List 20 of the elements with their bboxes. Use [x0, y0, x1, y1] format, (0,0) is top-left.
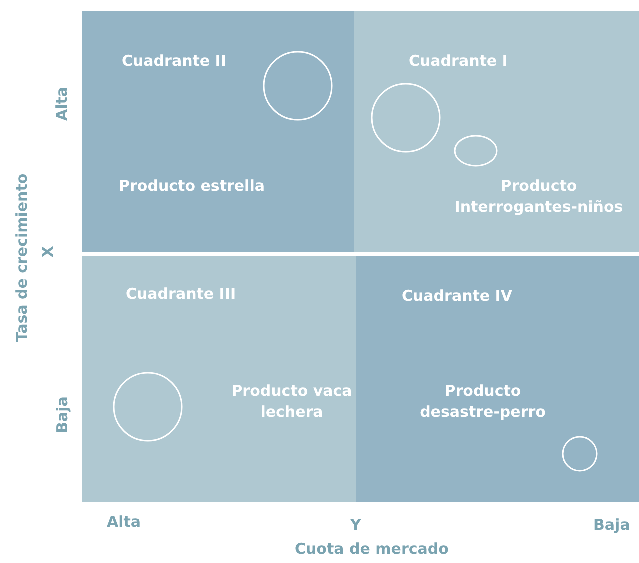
quadrant-description: Producto estrella: [118, 176, 266, 197]
quadrant-box: [82, 11, 354, 252]
axis-title: Tasa de crecimiento: [13, 174, 32, 342]
axis-tick-label: Baja: [52, 396, 71, 434]
axis-tick-label: Alta: [53, 86, 72, 122]
axis-letter: Y: [350, 516, 362, 534]
quadrant-heading: Cuadrante II: [122, 51, 226, 72]
axis-letter: X: [38, 246, 57, 258]
quadrant-description: Producto desastre-perro: [419, 381, 547, 423]
axis-tick-label: Baja: [594, 516, 630, 534]
quadrant-heading: Cuadrante IV: [402, 286, 513, 307]
axis-title: Cuota de mercado: [295, 540, 449, 558]
quadrant-box: [354, 11, 639, 252]
axis-tick-label: Alta: [107, 513, 142, 531]
quadrant-heading: Cuadrante III: [126, 284, 236, 305]
quadrant-description: Producto Interrogantes-niños: [454, 176, 624, 218]
quadrant-box: [82, 256, 356, 502]
quadrant-heading: Cuadrante I: [409, 51, 508, 72]
quadrant-box: [356, 256, 639, 502]
quadrant-description: Producto vaca lechera: [230, 381, 354, 423]
